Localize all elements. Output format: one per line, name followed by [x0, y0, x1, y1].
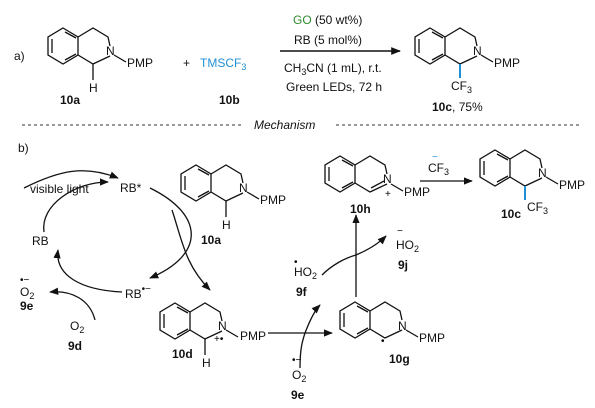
rb-star: RB* [120, 181, 142, 195]
mechanism-title: Mechanism [254, 118, 315, 132]
compound-10d-label: 10d [172, 347, 193, 361]
h-atom: H [89, 81, 98, 95]
h-atom: H [222, 218, 231, 232]
set-arrow [171, 209, 211, 291]
condition-solvent: CH3CN (1 mL), r.t. [284, 61, 382, 77]
n-atom: N [106, 44, 115, 58]
compound-10g-label: 10g [389, 352, 410, 366]
superoxide-bottom: O2 [292, 368, 306, 384]
visible-light-label: visible light [30, 182, 89, 196]
hydroperoxyl-9f: HO2 [294, 265, 317, 281]
hydroperoxide-out-arrow [355, 235, 387, 256]
cf3-anion: CF3 [428, 161, 449, 177]
pmp-label: PMP [260, 193, 286, 207]
compound-10a-label: 10a [60, 93, 80, 107]
pmp-label: PMP [559, 178, 585, 192]
cf3-anion-charge: − [432, 152, 438, 163]
compound-10d-structure [159, 302, 239, 355]
pmp-label: PMP [240, 329, 266, 343]
pmp-label: PMP [127, 56, 153, 70]
cycle-arc-top [43, 178, 109, 233]
hydroperoxide-9j-dash: − [397, 226, 403, 237]
hydroperoxide-9j-label: 9j [398, 258, 408, 272]
condition-light: Green LEDs, 72 h [286, 80, 382, 94]
mech-10a-structure [180, 164, 260, 217]
product-10c-label: 10c, 75% [432, 100, 483, 114]
superoxide-left-label: 9e [20, 299, 34, 313]
radical-cation-mark: +• [214, 334, 224, 345]
hydroperoxyl-9f-label: 9f [296, 285, 308, 299]
compound-10h-label: 10h [350, 202, 371, 216]
excitation-arrow [23, 170, 119, 189]
cf3-group: CF3 [451, 79, 472, 95]
hydroperoxyl-in-arrow [321, 254, 357, 276]
compound-10h-structure [324, 155, 404, 193]
superoxide-bottom-dot: •− [292, 355, 302, 366]
n-atom: N [218, 319, 227, 333]
cycle-arc-left [53, 249, 123, 293]
reagent-10b-label: 10b [219, 93, 240, 107]
superoxide-left: O2 [20, 285, 34, 301]
reagent-10b-formula: TMSCF3 [200, 56, 246, 72]
cf3-group: CF3 [527, 200, 548, 216]
condition-rb: RB (5 mol%) [294, 33, 362, 47]
product-10c-structure [414, 27, 494, 65]
superoxide-in-arrow [299, 332, 306, 369]
compound-10a-structure [47, 27, 127, 80]
hydroperoxide-9j: HO2 [396, 238, 419, 254]
compound-10g-structure [339, 301, 419, 339]
pmp-label: PMP [494, 56, 520, 70]
mech-10c-label: 10c [501, 207, 521, 221]
n-atom: N [473, 44, 482, 58]
rb-radical-anion: RB•− [125, 284, 151, 301]
n-atom: N [239, 181, 248, 195]
n-atom: N [538, 166, 547, 180]
plus-sign: + [183, 56, 190, 70]
hydroperoxyl-out-arrow [304, 304, 321, 334]
n-atom: N [398, 319, 407, 333]
h-atom: H [202, 356, 211, 370]
cycle-arc-right [149, 187, 192, 279]
radical-dot: • [381, 336, 385, 347]
pmp-label: PMP [404, 185, 430, 199]
oxygen-reduction-arrow [49, 287, 96, 321]
panel-a-label: a) [14, 49, 25, 63]
rb-ground-state: RB [32, 234, 49, 248]
superoxide-bottom-label: 9e [291, 388, 305, 402]
oxygen: O2 [70, 319, 84, 335]
hydroperoxyl-9f-dot: • [294, 257, 298, 268]
superoxide-left-dot: •− [20, 275, 30, 286]
pmp-label: PMP [419, 331, 445, 345]
panel-b-label: b) [18, 141, 29, 155]
iminium-charge: + [385, 189, 391, 200]
oxygen-label: 9d [68, 339, 82, 353]
mech-10a-label: 10a [201, 233, 221, 247]
n-atom: N [383, 172, 392, 186]
condition-go: GO (50 wt%) [293, 13, 362, 27]
